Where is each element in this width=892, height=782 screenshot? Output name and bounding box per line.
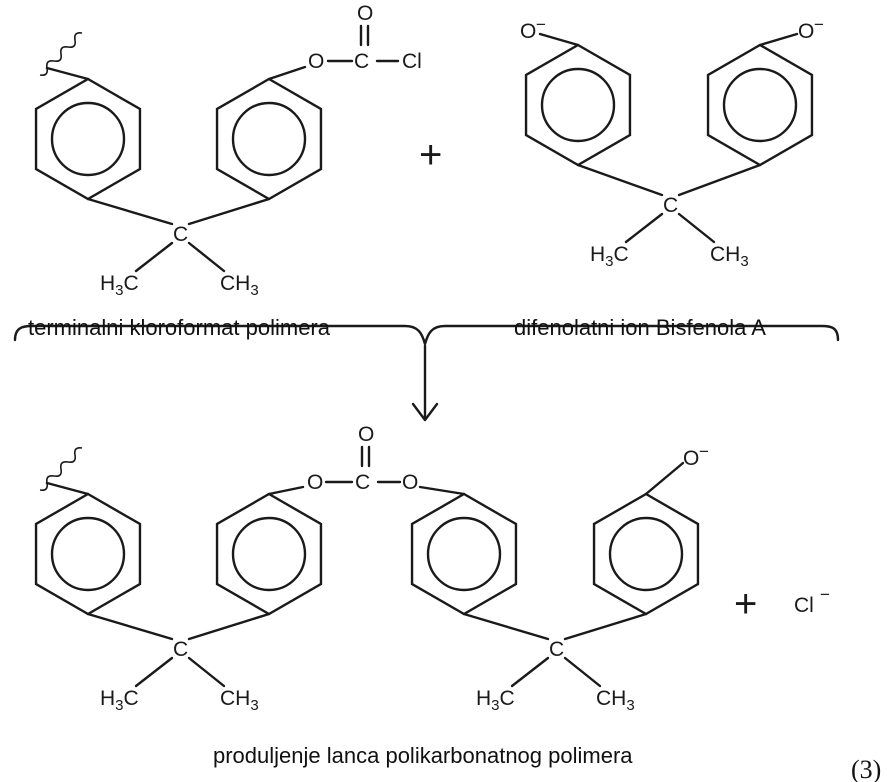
bond-ring-to-carbon bbox=[462, 612, 550, 641]
methyl-group: CH3 bbox=[220, 687, 259, 714]
aromatic-circle bbox=[231, 516, 307, 592]
bond-ring-to-carbon bbox=[677, 163, 762, 197]
bond-ring-to-carbon bbox=[576, 163, 664, 197]
bond-ring-to-carbon bbox=[187, 197, 271, 226]
bond-carbon-to-methyl bbox=[624, 212, 664, 244]
bond-chain-to-ring bbox=[45, 481, 90, 496]
bond-carbon-to-methyl bbox=[134, 241, 174, 273]
methyl-group: H3C bbox=[100, 687, 139, 714]
aromatic-circle bbox=[50, 516, 126, 592]
oxygen-atom: O bbox=[520, 20, 536, 43]
carbonyl-oxygen: O bbox=[358, 423, 374, 446]
chloride-ion-byproduct: + Cl − bbox=[734, 582, 830, 626]
carbonyl-oxygen: O bbox=[357, 2, 373, 25]
bond-ring-to-carbon bbox=[563, 612, 648, 641]
oxygen-atom: O bbox=[798, 20, 814, 43]
oxygen-atom: O bbox=[683, 447, 699, 470]
aromatic-circle bbox=[540, 67, 616, 143]
bond-carbon-to-methyl bbox=[677, 212, 716, 244]
reactant-left-label: terminalni kloroformat polimera bbox=[28, 315, 331, 340]
svg-text:−: − bbox=[820, 585, 830, 604]
bond-carbon-to-methyl bbox=[134, 656, 174, 688]
product-label: produljenje lanca polikarbonatnog polime… bbox=[213, 743, 633, 768]
reactant-right-label: difenolatni ion Bisfenola A bbox=[514, 315, 766, 340]
bond-ring-to-carbon bbox=[86, 197, 174, 226]
aromatic-circle bbox=[608, 516, 684, 592]
bond-carbon-to-methyl bbox=[563, 656, 602, 688]
equation-number: (3) bbox=[851, 755, 881, 782]
quaternary-carbon: C bbox=[663, 194, 678, 217]
bond-ring-to-oxygen bbox=[538, 32, 580, 47]
negative-charge: − bbox=[536, 15, 546, 34]
negative-charge: − bbox=[699, 442, 709, 461]
oxygen-atom: O bbox=[402, 471, 418, 494]
methyl-group: H3C bbox=[590, 243, 629, 270]
plus-sign-reactants: + bbox=[419, 133, 442, 177]
bond-chain-to-ring bbox=[45, 66, 90, 81]
reactant-brace bbox=[13, 324, 840, 346]
methyl-group: CH3 bbox=[220, 272, 259, 299]
aromatic-circle bbox=[722, 67, 798, 143]
quaternary-carbon: C bbox=[173, 223, 188, 246]
svg-text:Cl: Cl bbox=[794, 594, 814, 617]
methyl-group: CH3 bbox=[710, 243, 749, 270]
bond-carbon-to-methyl bbox=[187, 656, 226, 688]
methyl-group: H3C bbox=[476, 687, 515, 714]
bond-ring-to-oxygen bbox=[644, 461, 685, 496]
oxygen-atom: O bbox=[307, 471, 323, 494]
carbonyl-carbon: C bbox=[354, 50, 369, 73]
aromatic-circle bbox=[426, 516, 502, 592]
bond-carbon-to-methyl bbox=[187, 241, 226, 273]
quaternary-carbon: C bbox=[549, 638, 564, 661]
aromatic-circle bbox=[50, 101, 126, 177]
chlorine-atom: Cl bbox=[402, 50, 422, 73]
bond-ring-to-oxygen bbox=[267, 65, 307, 81]
bond-ring-to-oxygen bbox=[758, 32, 799, 47]
svg-text:+: + bbox=[734, 582, 757, 626]
carbonyl-carbon: C bbox=[355, 471, 370, 494]
oxygen-atom: O bbox=[308, 50, 324, 73]
methyl-group: H3C bbox=[100, 272, 139, 299]
bond-oxygen-to-ring bbox=[418, 485, 466, 496]
methyl-group: CH3 bbox=[596, 687, 635, 714]
quaternary-carbon: C bbox=[173, 638, 188, 661]
aromatic-circle bbox=[231, 101, 307, 177]
bond-ring-to-carbon bbox=[187, 612, 271, 641]
reaction-arrow bbox=[411, 344, 439, 422]
bond-ring-to-carbon bbox=[86, 612, 174, 641]
bond-ring-to-oxygen bbox=[267, 485, 305, 496]
svg-text:+: + bbox=[419, 133, 442, 177]
terminal-chloroformate-polymer: C H3C CH3 O C O Cl bbox=[34, 2, 422, 299]
bond-carbon-to-methyl bbox=[510, 656, 550, 688]
negative-charge: − bbox=[814, 15, 824, 34]
